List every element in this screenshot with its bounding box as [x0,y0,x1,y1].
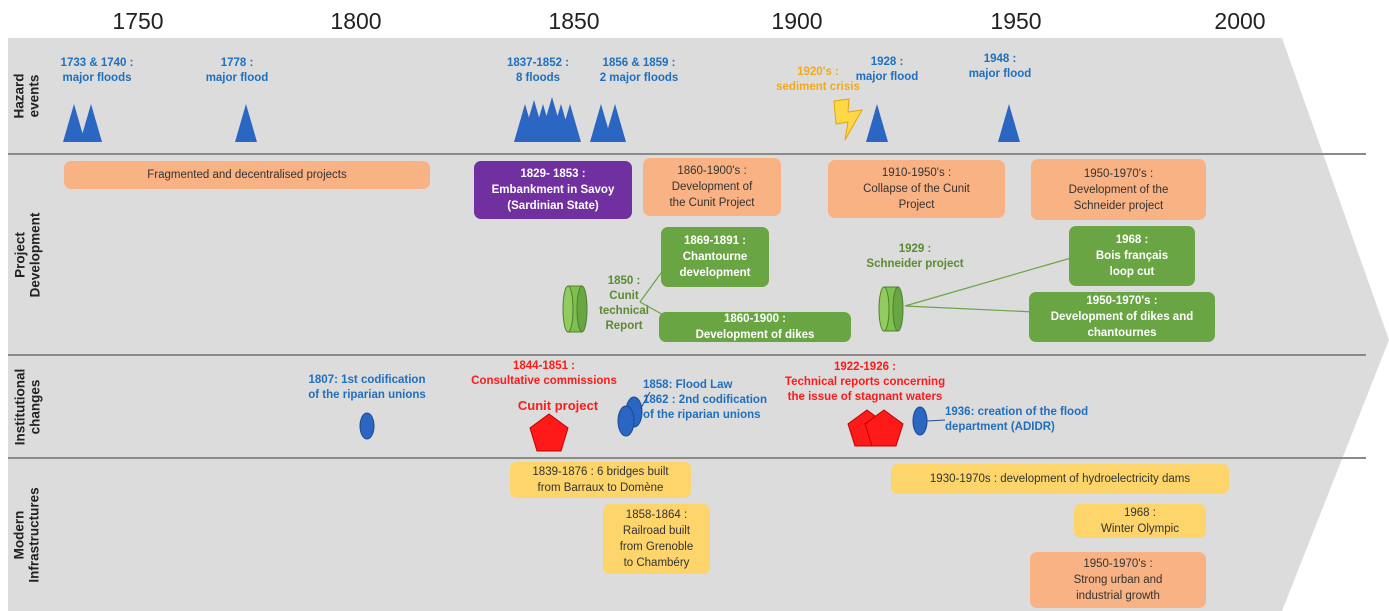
lane-divider [8,354,1366,356]
year-1850: 1850 [548,8,600,34]
project-fragmented: Fragmented and decentralised projects [64,161,430,189]
year-1950: 1950 [990,8,1042,34]
hazard-label-1928: 1928 : major flood [855,56,919,83]
hazard-label-1948: 1948 : major flood [968,53,1032,80]
project-cunit-development: 1860-1900's : Development of the Cunit P… [643,158,781,216]
hazard-label-1837: 1837-1852 : 8 floods [506,57,570,84]
year-2000: 2000 [1214,8,1266,34]
institutional-1844: 1844-1851 : Consultative commissions [471,360,617,387]
infra-urban-growth: 1950-1970's : Strong urban and industria… [1030,552,1206,608]
project-collapse-cunit: 1910-1950's : Collapse of the Cunit Proj… [828,160,1005,218]
institutional-1858: 1858: Flood Law 1862 : 2nd codification … [643,379,767,421]
flood-triangle-icon [235,104,257,142]
year-1800: 1800 [330,8,382,34]
lane-divider [8,457,1366,459]
hazard-label-1920: 1920's : sediment crisis [776,66,860,93]
year-1900: 1900 [771,8,823,34]
institutional-1936: 1936: creation of the flood department (… [945,406,1089,433]
infra-hydroelectricity: 1930-1970s : development of hydroelectri… [891,464,1229,494]
flood-triangle-icon [998,104,1020,142]
project-cunit-report: 1850 : Cunit technical Report [599,275,649,332]
project-embankment: 1829- 1853 : Embankment in Savoy (Sardin… [474,161,632,219]
lane-label-infrastructure: Modern Infrastructures [12,487,42,583]
lane-divider [8,153,1366,155]
lane-label-project: Project Development [12,212,42,297]
flood-triangle-icon [866,104,888,142]
hazard-label-1856: 1856 & 1859 : 2 major floods [599,57,679,84]
year-1750: 1750 [112,8,164,34]
hazard-label-1778: 1778 : major flood [205,57,269,84]
institutional-1922: 1922-1926 : Technical reports concerning… [784,361,946,403]
flood-triangle-icon [80,104,102,142]
project-schneider-1929: 1929 : Schneider project [866,243,964,270]
institutional-1807: 1807: 1st codification of the riparian u… [308,374,426,401]
project-schneider-development: 1950-1970's : Development of the Schneid… [1031,159,1206,220]
project-dikes-chantournes: 1950-1970's : Development of dikes and c… [1029,292,1215,342]
flood-triangle-icon [63,104,85,142]
hazard-label-1733: 1733 & 1740 : major floods [60,57,134,84]
project-dikes: 1860-1900 : Development of dikes [659,312,851,342]
infra-winter-olympic: 1968 : Winter Olympic [1074,504,1206,538]
infra-bridges: 1839-1876 : 6 bridges built from Barraux… [510,462,691,498]
project-chantourne: 1869-1891 : Chantourne development [661,227,769,287]
flood-triangle-icon [559,104,581,142]
lane-label-institutional: Institutional changes [12,368,42,445]
flood-triangle-icon [604,104,626,142]
institutional-cunit-project: Cunit project [517,398,599,413]
infra-railroad: 1858-1864 : Railroad built from Grenoble… [603,504,710,574]
project-bois-francais: 1968 : Bois français loop cut [1069,226,1195,286]
